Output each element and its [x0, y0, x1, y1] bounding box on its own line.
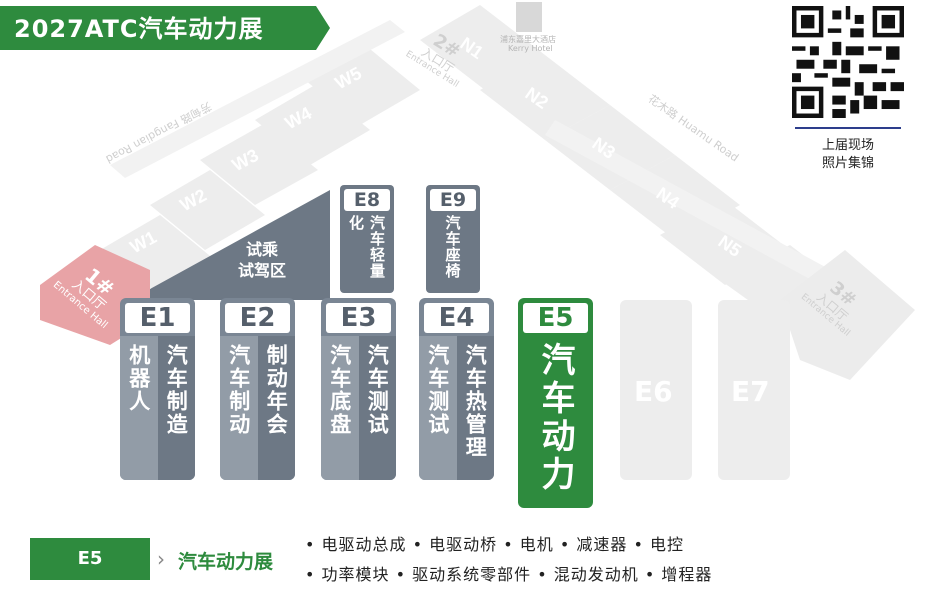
hall-e2-id: E2 — [225, 303, 290, 333]
hall-e1-right-text: 汽车制造 — [164, 344, 189, 436]
hall-e4-left-text: 汽车测试 — [425, 344, 450, 436]
test-drive-line2: 试驾区 — [238, 260, 287, 280]
hall-e3-id: E3 — [326, 303, 391, 333]
page-title: 2027ATC汽车动力展 — [14, 15, 264, 43]
hall-e2-right-text: 制动年会 — [264, 344, 289, 436]
qr-divider — [795, 127, 901, 129]
hall-e1-id: E1 — [125, 303, 190, 333]
hall-e1-left-text: 机器人 — [126, 344, 151, 413]
hall-e5-id: E5 — [523, 303, 588, 333]
hall-e9-id: E9 — [430, 189, 476, 211]
legend-line2: • 功率模块 • 驱动系统零部件 • 混动发动机 • 增程器 — [305, 565, 713, 584]
qr-caption-line2: 照片集锦 — [821, 156, 874, 171]
hall-e2-right: 制动年会 — [257, 336, 295, 480]
hall-e5[interactable]: E5 汽车动力 — [518, 298, 593, 508]
hall-e2[interactable]: 汽车制动 制动年会 E2 — [220, 298, 295, 480]
hall-e1[interactable]: 机器人 汽车制造 E1 — [120, 298, 195, 480]
hall-e4-id: E4 — [424, 303, 489, 333]
hotel-icon — [516, 2, 542, 32]
hall-e2-left: 汽车制动 — [220, 336, 258, 480]
hall-e9[interactable]: E9 汽车座椅 — [426, 185, 480, 293]
test-drive-zone: 试乘 试驾区 — [238, 240, 286, 282]
hotel-name-en: Kerry Hotel — [508, 44, 553, 53]
hall-e4-left: 汽车测试 — [419, 336, 457, 480]
qr-code-icon[interactable] — [792, 6, 904, 118]
legend-line1: • 电驱动总成 • 电驱动桥 • 电机 • 减速器 • 电控 — [305, 535, 684, 554]
hall-e7: E7 — [731, 375, 770, 408]
chevron-right-icon: › — [157, 547, 165, 571]
hall-e9-label: 汽车座椅 — [443, 215, 462, 279]
title-banner — [0, 6, 330, 50]
hall-e8[interactable]: E8 汽车轻量化 — [340, 185, 394, 293]
hall-e2-left-text: 汽车制动 — [226, 344, 251, 436]
hall-e4[interactable]: 汽车测试 汽车热管理 E4 — [419, 298, 494, 480]
hall-e1-left: 机器人 — [120, 336, 158, 480]
hall-e8-label: 汽车轻量化 — [347, 215, 386, 279]
legend-label: 汽车动力展 — [178, 551, 274, 573]
hall-e3-left: 汽车底盘 — [321, 336, 359, 480]
qr-caption-line1: 上届现场 — [821, 138, 874, 153]
hall-e4-right-text: 汽车热管理 — [463, 344, 488, 459]
hall-e5-label: 汽车动力 — [535, 342, 575, 494]
test-drive-line1: 试乘 — [246, 240, 279, 259]
hall-e1-right: 汽车制造 — [157, 336, 195, 480]
hotel-name-cn: 浦东嘉里大酒店 — [500, 35, 556, 44]
hall-e3-right-text: 汽车测试 — [365, 344, 390, 436]
hall-e3-right: 汽车测试 — [358, 336, 396, 480]
legend-badge: E5 — [30, 538, 150, 580]
hall-e6: E6 — [634, 375, 673, 408]
hall-e4-right: 汽车热管理 — [456, 336, 494, 480]
hall-e8-id: E8 — [344, 189, 390, 211]
hall-e3[interactable]: 汽车底盘 汽车测试 E3 — [321, 298, 396, 480]
hall-e3-left-text: 汽车底盘 — [327, 344, 352, 436]
